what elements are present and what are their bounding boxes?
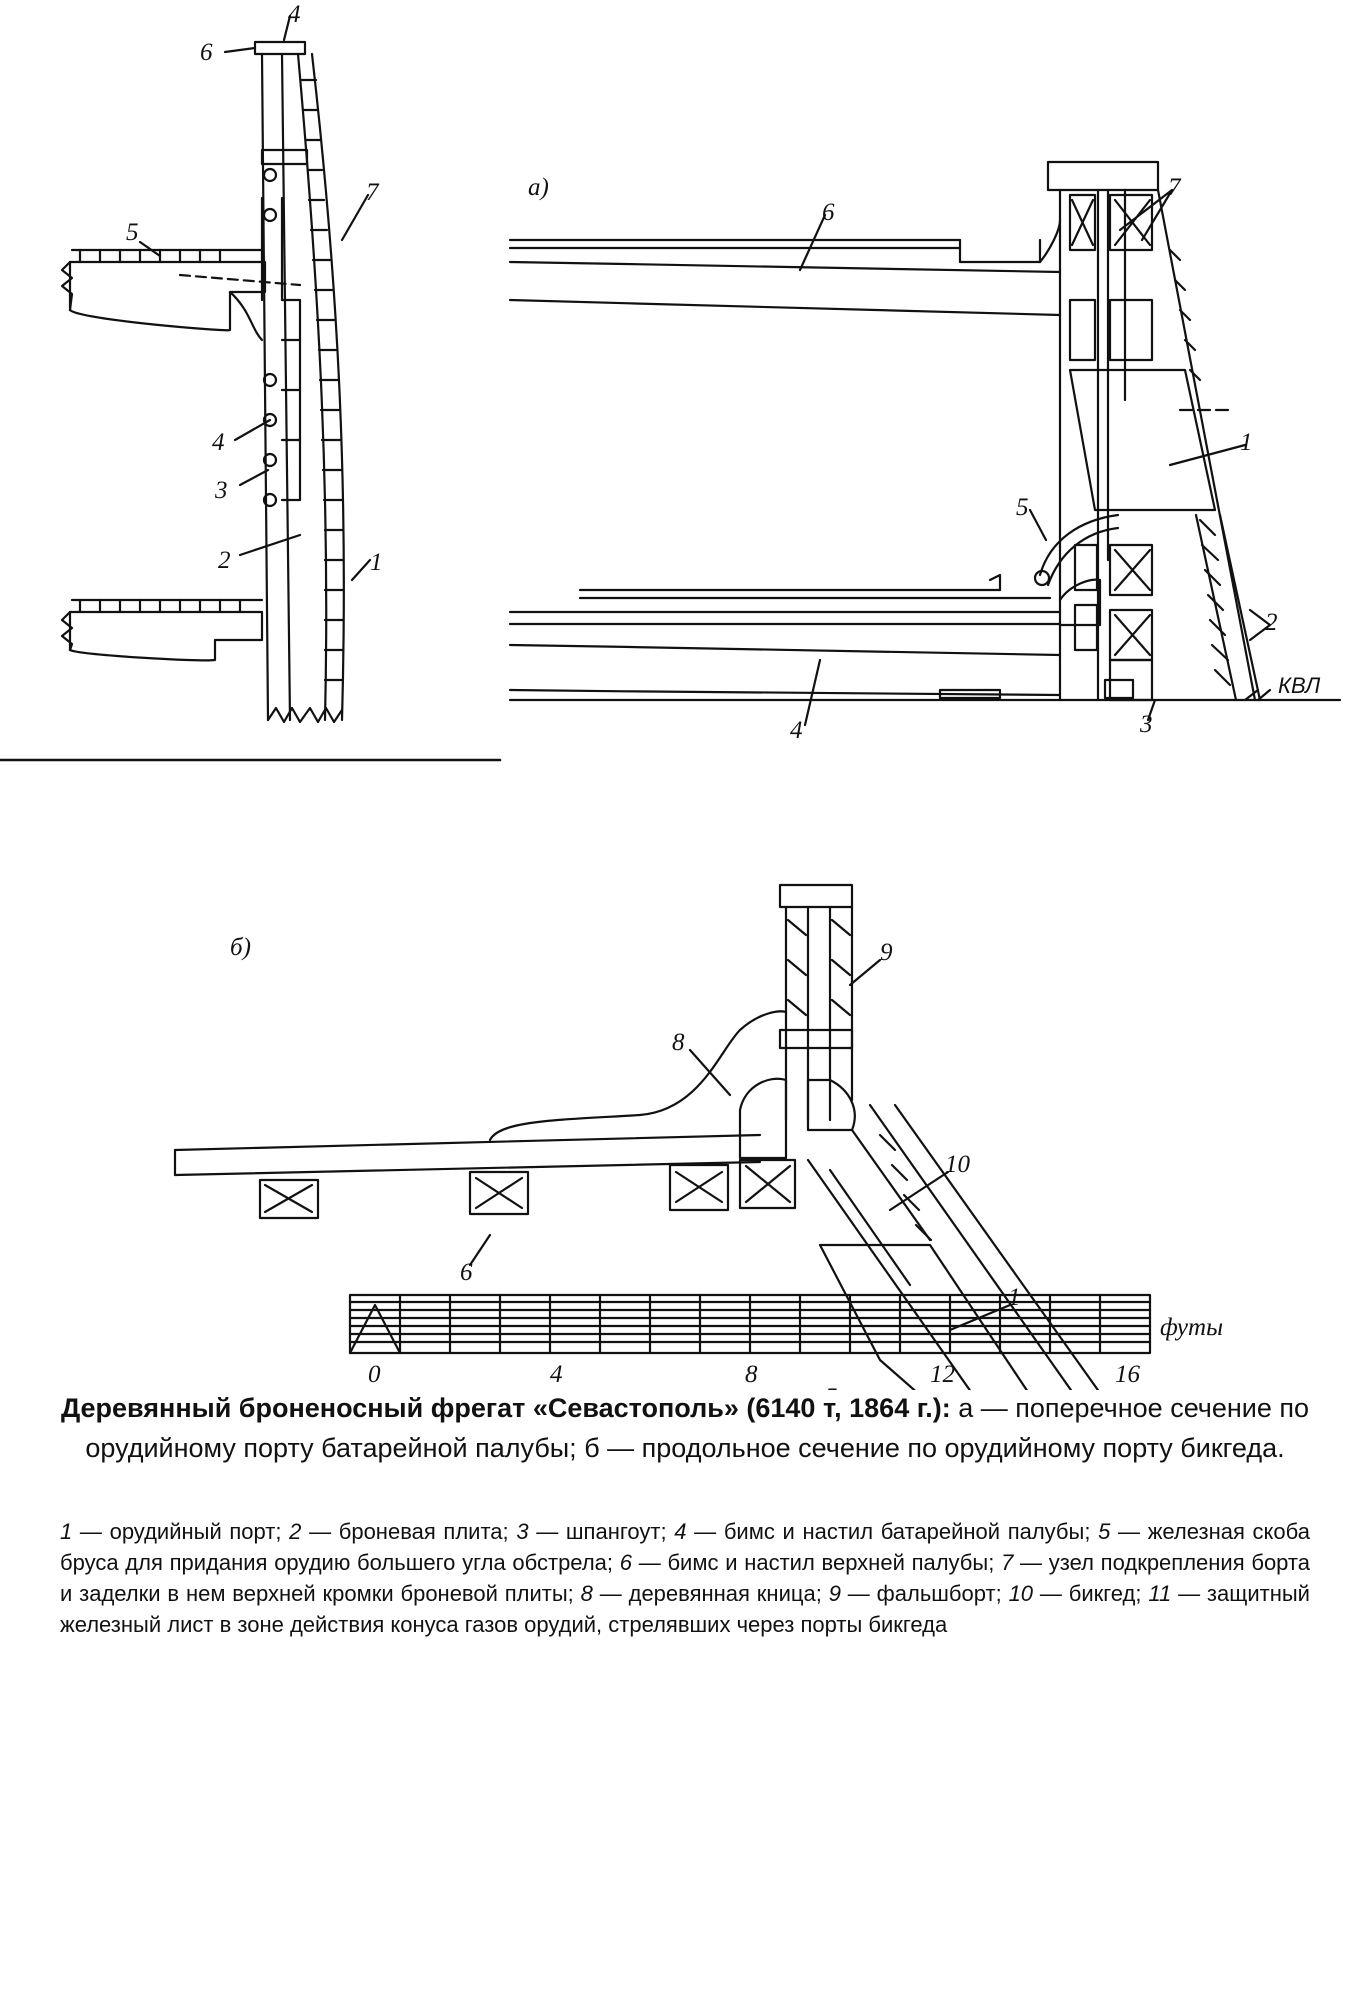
callout-label: 6: [822, 199, 835, 226]
legend-item: 11 — защитный железный лист в зоне дейст…: [60, 1581, 1310, 1637]
panel-a-callouts: 6 7 1 5 2 4 3 КВЛ: [790, 174, 1321, 744]
callout-label: 6: [200, 39, 213, 66]
panel-a-label: а): [528, 174, 549, 201]
callout-label: 3: [1139, 711, 1153, 738]
legend-item: 1 — орудийный порт;: [60, 1519, 282, 1544]
left-callouts: 4 6 5 7 4 3 2 1: [126, 1, 383, 576]
scale-tick-label: 0: [368, 1361, 381, 1388]
panel-b-label: б): [230, 934, 251, 961]
legend-item: 10 — бикгед;: [1008, 1581, 1142, 1606]
legend-item: 4 — бимс и настил батарейной палубы;: [674, 1519, 1091, 1544]
scale-tick-label: 8: [745, 1361, 758, 1388]
caption-text: а — поперечное сечение по орудийному пор…: [85, 1393, 1310, 1463]
legend-number: 8: [580, 1581, 593, 1606]
legend-number: 11: [1148, 1581, 1172, 1606]
callout-label: 3: [214, 477, 228, 504]
callout-label: КВЛ: [1278, 673, 1321, 698]
callout-label: 6: [460, 1259, 473, 1286]
callout-label: 4: [288, 1, 301, 28]
legend-text: фальшборт;: [876, 1581, 1002, 1606]
legend-number: 4: [674, 1519, 687, 1544]
callout-label: 4: [790, 717, 803, 744]
caption-title: Деревянный броненосный фрегат «Севастопо…: [60, 1393, 951, 1423]
legend-number: 9: [828, 1581, 841, 1606]
legend-text: бикгед;: [1068, 1581, 1142, 1606]
panel-a-section: [508, 160, 1342, 727]
legend-number: 2: [289, 1519, 302, 1544]
figure-legend: 1 — орудийный порт; 2 — броневая плита; …: [60, 1516, 1310, 1640]
legend-number: 3: [516, 1519, 529, 1544]
legend-text: железная скоба бруса для придания орудию…: [60, 1519, 1310, 1575]
legend-text: деревянная кница;: [628, 1581, 822, 1606]
callout-label: 1: [1240, 429, 1253, 456]
legend-text: орудийный порт;: [109, 1519, 282, 1544]
callout-label: 7: [366, 179, 380, 206]
scale-bar: [348, 1293, 1152, 1355]
legend-item: 9 — фальшборт;: [828, 1581, 1002, 1606]
figure-caption: Деревянный броненосный фрегат «Севастопо…: [60, 1388, 1310, 1468]
legend-text: бимс и настил верхней палубы;: [667, 1550, 995, 1575]
left-section: [60, 14, 372, 724]
legend-item: 6 — бимс и настил верхней палубы;: [619, 1550, 995, 1575]
scale-unit-label: футы: [1160, 1314, 1223, 1341]
legend-number: 7: [1001, 1550, 1014, 1575]
ship-section-drawing: 4 6 5 7 4 3 2 1 а) 6 7 1 5 2 4 3 КВЛ б) …: [0, 1, 1342, 1390]
scale-tick-label: 16: [1115, 1361, 1141, 1388]
callout-label: 5: [825, 1384, 838, 1390]
legend-number: 6: [619, 1550, 632, 1575]
legend-text: шпангоут;: [565, 1519, 667, 1544]
panel-b-callouts: 9 8 10 6 1 5 2 11 4: [460, 939, 1021, 1390]
legend-item: 7 — узел подкрепления борта и заделки в …: [60, 1550, 1310, 1606]
callout-label: 8: [672, 1029, 685, 1056]
callout-label: 1: [1008, 1284, 1021, 1311]
callout-label: 1: [370, 549, 383, 576]
legend-text: броневая плита;: [338, 1519, 509, 1544]
panel-b-section: [173, 883, 1100, 1390]
callout-label: 4: [212, 429, 225, 456]
legend-text: узел подкрепления борта и заделки в нем …: [60, 1550, 1310, 1606]
callout-label: 2: [1265, 609, 1278, 636]
callout-label: 5: [126, 219, 139, 246]
legend-item: 5 — железная скоба бруса для придания ор…: [60, 1519, 1310, 1575]
legend-number: 10: [1008, 1581, 1034, 1606]
callout-label: 10: [945, 1151, 971, 1178]
callout-label: 5: [1016, 494, 1029, 521]
legend-text: защитный железный лист в зоне действия к…: [60, 1581, 1310, 1637]
scale-tick-label: 4: [550, 1361, 563, 1388]
callout-label: 7: [1168, 174, 1182, 201]
legend-number: 5: [1098, 1519, 1111, 1544]
callout-label: 2: [218, 547, 231, 574]
legend-number: 1: [60, 1519, 73, 1544]
legend-item: 8 — деревянная кница;: [580, 1581, 822, 1606]
callout-label: 9: [880, 939, 893, 966]
legend-item: 2 — броневая плита;: [289, 1519, 509, 1544]
scale-tick-label: 12: [930, 1361, 955, 1388]
legend-item: 3 — шпангоут;: [516, 1519, 667, 1544]
legend-text: бимс и настил батарейной палубы;: [723, 1519, 1091, 1544]
scale-labels: 0 4 8 12 16 футы: [368, 1314, 1223, 1388]
